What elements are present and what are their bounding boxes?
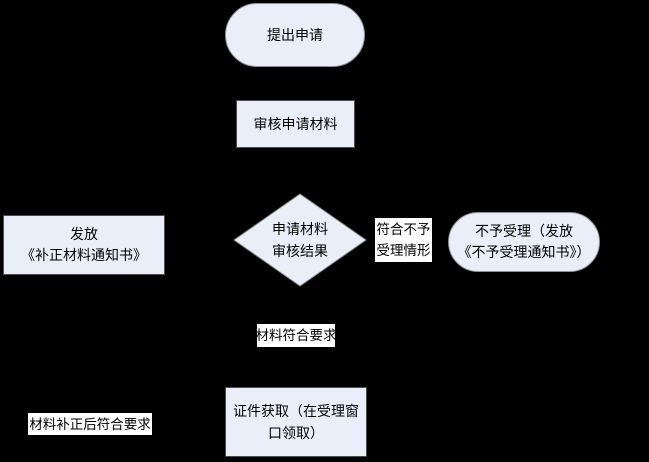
decision-label-line1: 申请材料 [272, 221, 328, 237]
materials-ok-edge-label: 材料符合要求 [255, 324, 337, 347]
certificate-line2: 口领取） [268, 425, 324, 441]
decision-node: 申请材料 审核结果 [233, 193, 367, 287]
reject-condition-line1: 符合不予 [376, 222, 431, 237]
reject-node: 不予受理（发放 《不予受理通知书》） [448, 212, 600, 272]
resubmit-ok-text: 材料补正后符合要求 [29, 416, 151, 432]
supplement-notice-node: 发放 《补正材料通知书》 [3, 215, 165, 275]
start-node: 提出申请 [225, 3, 365, 67]
start-node-label: 提出申请 [267, 26, 323, 43]
decision-label-line2: 审核结果 [272, 243, 328, 259]
review-step-label: 审核申请材料 [253, 115, 338, 132]
supplement-notice-line1: 发放 [70, 226, 98, 242]
certificate-line1: 证件获取（在受理窗 [233, 403, 359, 419]
review-step-node: 审核申请材料 [236, 100, 355, 148]
reject-condition-line2: 受理情形 [376, 243, 431, 258]
certificate-pickup-node: 证件获取（在受理窗 口领取） [225, 387, 367, 457]
reject-node-line1: 不予受理（发放 [475, 223, 573, 239]
decision-diamond-shape [233, 193, 367, 287]
materials-ok-text: 材料符合要求 [255, 328, 337, 343]
resubmit-ok-edge-label: 材料补正后符合要求 [28, 413, 152, 435]
supplement-notice-line2: 《补正材料通知书》 [21, 247, 147, 263]
reject-condition-edge-label: 符合不予 受理情形 [375, 218, 432, 262]
reject-node-line2: 《不予受理通知书》） [457, 244, 591, 260]
